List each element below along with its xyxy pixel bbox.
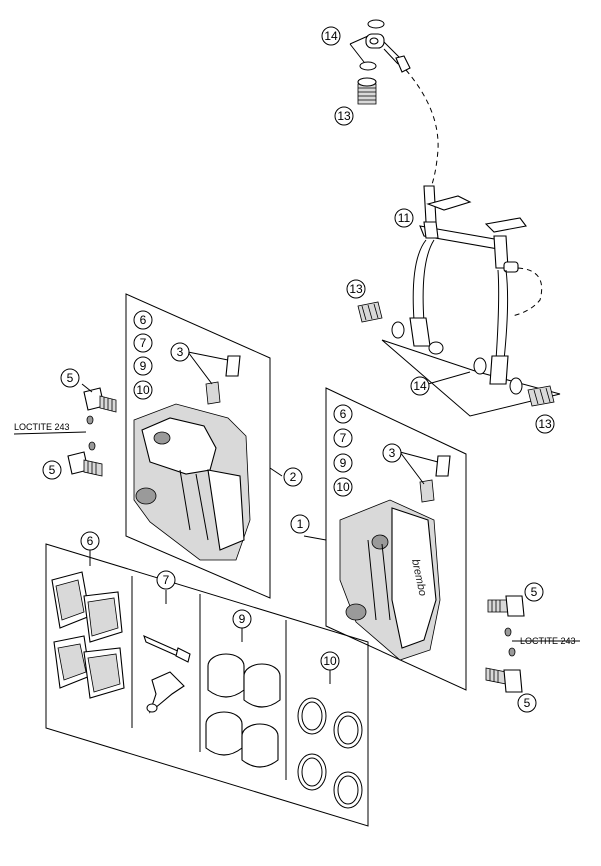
callout-6-kit: 6	[80, 531, 100, 551]
svg-text:10: 10	[323, 654, 337, 668]
callout-5-left-upper: 5	[60, 368, 80, 388]
callout-5-right-upper: 5	[524, 582, 544, 602]
callout-5-left-lower: 5	[42, 460, 62, 480]
svg-text:9: 9	[239, 612, 246, 626]
svg-text:6: 6	[87, 534, 94, 548]
right-bleeder-valve	[399, 451, 451, 503]
seal-kit	[297, 697, 363, 809]
callout-7-left-panel: 7	[133, 333, 153, 353]
pad-pin-kit	[143, 634, 191, 714]
callout-13-lower: 13	[535, 414, 555, 434]
callout-2: 2	[283, 467, 303, 487]
left-caliper-body	[133, 403, 251, 561]
washer-upper-1	[367, 19, 385, 29]
callout-14-top: 14	[321, 26, 341, 46]
svg-text:5: 5	[524, 696, 531, 710]
brake-line-distributor	[412, 195, 543, 361]
left-bleeder-valve	[187, 351, 241, 405]
brake-pads-kit	[51, 571, 125, 699]
brake-line-upper	[357, 19, 439, 223]
svg-text:3: 3	[177, 345, 184, 359]
svg-text:1: 1	[297, 517, 304, 531]
right-bolt-lower	[485, 667, 523, 693]
left-bolt-lower	[67, 451, 103, 477]
washer-upper-2	[359, 61, 377, 71]
svg-text:5: 5	[49, 463, 56, 477]
callout-7-kit: 7	[156, 570, 176, 590]
banjo-bolt-upper	[357, 77, 377, 105]
banjo-bolt-lower	[527, 385, 555, 407]
svg-text:14: 14	[413, 379, 427, 393]
svg-text:9: 9	[140, 359, 147, 373]
svg-text:5: 5	[531, 585, 538, 599]
brake-line-lower-fittings	[357, 301, 561, 417]
callout-10-right-panel: 10	[333, 477, 353, 497]
service-kits-panel	[45, 543, 369, 827]
svg-text:5: 5	[67, 371, 74, 385]
svg-text:13: 13	[337, 109, 351, 123]
callout-11: 11	[394, 208, 414, 228]
svg-text:14: 14	[324, 29, 338, 43]
callout-9-right-panel: 9	[333, 453, 353, 473]
svg-text:13: 13	[349, 282, 363, 296]
right-caliper-assembly: brembo	[303, 387, 467, 691]
right-mounting-bolts	[485, 595, 580, 693]
callout-3-right: 3	[382, 443, 402, 463]
callout-10-left-panel: 10	[133, 380, 153, 400]
callout-10-kit: 10	[320, 651, 340, 671]
callout-9-left-panel: 9	[133, 356, 153, 376]
svg-text:10: 10	[336, 480, 350, 494]
piston-kit	[205, 653, 281, 768]
svg-text:7: 7	[163, 573, 170, 587]
callout-7-right-panel: 7	[333, 428, 353, 448]
right-caliper-body: brembo	[339, 499, 441, 661]
svg-text:6: 6	[140, 313, 147, 327]
svg-text:7: 7	[140, 336, 147, 350]
callout-13-top: 13	[334, 106, 354, 126]
callout-14-lower: 14	[410, 376, 430, 396]
callout-9-kit: 9	[232, 609, 252, 629]
callout-1: 1	[290, 514, 310, 534]
callout-6-left-panel: 6	[133, 310, 153, 330]
right-bolt-upper	[487, 595, 525, 617]
left-bolt-upper	[83, 387, 117, 413]
svg-text:6: 6	[340, 407, 347, 421]
left-caliper-assembly	[125, 293, 283, 599]
svg-text:13: 13	[538, 417, 552, 431]
left-mounting-bolts	[13, 383, 117, 477]
svg-text:11: 11	[398, 211, 411, 225]
callout-5-right-lower: 5	[517, 693, 537, 713]
svg-text:10: 10	[136, 383, 150, 397]
svg-text:3: 3	[389, 446, 396, 460]
callout-6-right-panel: 6	[333, 404, 353, 424]
callout-13-middle: 13	[346, 279, 366, 299]
loctite-note-left: LOCTITE 243	[14, 422, 70, 432]
callout-3-left: 3	[170, 342, 190, 362]
banjo-bolt-middle	[357, 301, 383, 323]
svg-text:2: 2	[290, 470, 297, 484]
svg-text:7: 7	[340, 431, 347, 445]
loctite-note-right: LOCTITE 243	[520, 636, 576, 646]
svg-text:9: 9	[340, 456, 347, 470]
